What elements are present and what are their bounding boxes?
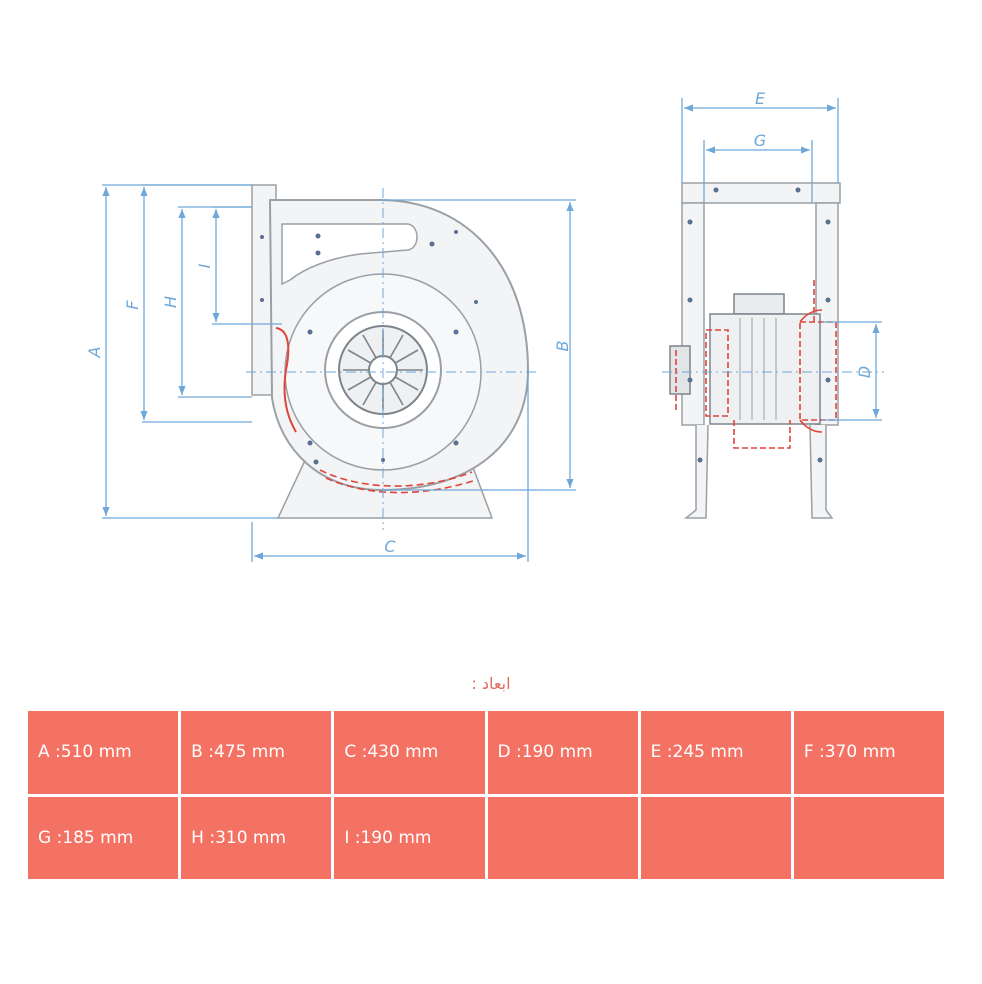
dimension-cell-b: B :475 mm xyxy=(181,711,332,794)
label-d: D xyxy=(855,366,874,378)
label-c: C xyxy=(384,537,396,556)
dimension-cell-h: H :310 mm xyxy=(181,796,332,879)
label-b: B xyxy=(553,341,572,352)
dimension-cell-i: I :190 mm xyxy=(334,796,485,879)
label-e: E xyxy=(755,89,766,108)
fan-technical-drawing: A F H I B C E G D xyxy=(85,89,884,562)
label-f: F xyxy=(123,300,142,310)
dimension-labels: A F H I B C E G D xyxy=(85,89,874,556)
dimension-cell-empty xyxy=(793,796,944,879)
label-i: I xyxy=(195,263,214,268)
dimensions-caption: ابعاد : xyxy=(471,674,511,693)
label-a: A xyxy=(85,347,104,359)
side-dimensions xyxy=(681,98,882,421)
dimension-cell-d: D :190 mm xyxy=(487,711,638,794)
dimension-cell-c: C :430 mm xyxy=(334,711,485,794)
dimension-cell-g: G :185 mm xyxy=(28,796,179,879)
dimension-cell-a: A :510 mm xyxy=(28,711,179,794)
front-dimensions xyxy=(102,184,576,562)
dimension-cell-empty xyxy=(487,796,638,879)
label-h: H xyxy=(161,296,180,308)
dimension-cell-f: F :370 mm xyxy=(793,711,944,794)
label-g: G xyxy=(754,131,766,150)
dimension-cell-empty xyxy=(640,796,791,879)
side-view xyxy=(662,182,884,519)
dimension-cell-e: E :245 mm xyxy=(640,711,791,794)
front-view xyxy=(246,184,536,530)
dimensions-table: A :510 mm B :475 mm C :430 mm D :190 mm … xyxy=(28,711,944,879)
